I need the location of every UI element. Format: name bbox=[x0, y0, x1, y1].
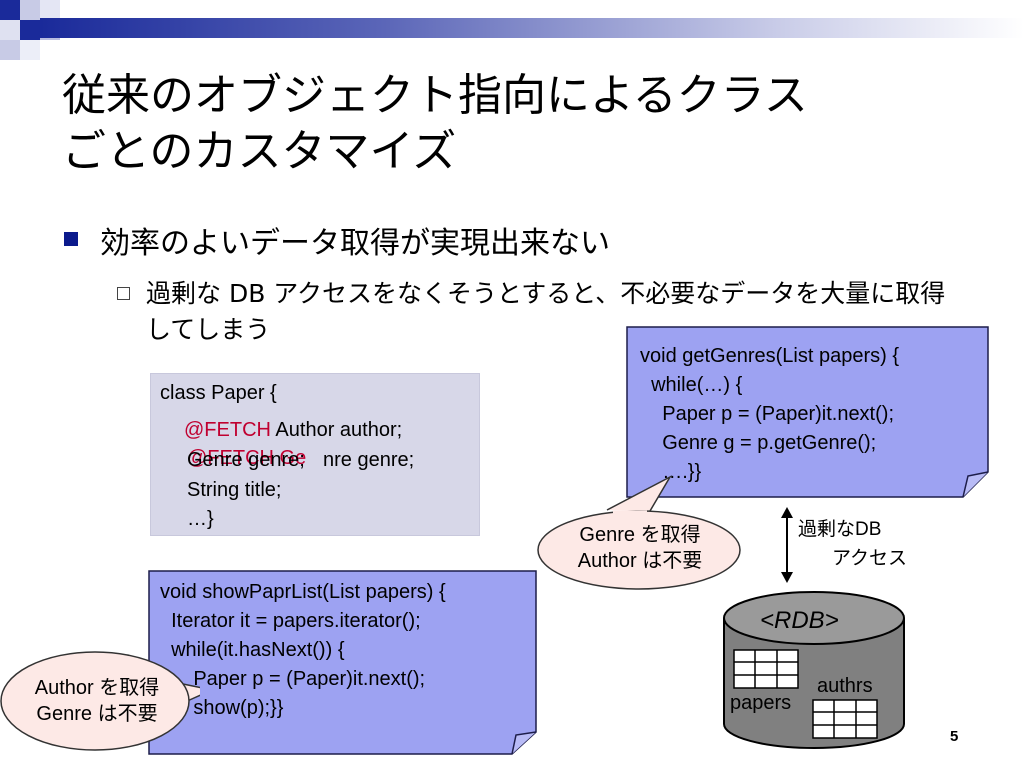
show-list-line: while(it.hasNext()) { bbox=[160, 639, 345, 661]
rdb-cylinder-icon bbox=[723, 591, 905, 749]
db-access-line-2: アクセス bbox=[832, 548, 908, 569]
decor-top-bar bbox=[40, 18, 1024, 38]
decor-square-4 bbox=[20, 20, 40, 40]
rdb-table-authrs-label: authrs bbox=[817, 675, 873, 697]
paper-class-close: …} bbox=[187, 508, 214, 530]
show-list-line: Paper p = (Paper)it.next(); bbox=[160, 668, 426, 690]
slide-title: 従来のオブジェクト指向によるクラス ごとのカスタマイズ bbox=[62, 68, 1012, 180]
paper-class-box: class Paper { @FETCH Author author; @FET… bbox=[150, 373, 480, 536]
callout-right-line-1: Genre を取得 bbox=[579, 524, 701, 546]
get-genres-line: Genre g = p.getGenre(); bbox=[640, 432, 877, 454]
callout-right-line-2: Author は不要 bbox=[577, 550, 703, 572]
callout-left-line-1: Author を取得 bbox=[34, 677, 160, 699]
slide-title-line-1: 従来のオブジェクト指向によるクラス bbox=[62, 70, 808, 121]
paper-class-line-2: @FETCH Author author; bbox=[184, 416, 402, 445]
overlapped-fetch-annotation: @FETCH Ge bbox=[187, 447, 307, 469]
slide-title-line-2: ごとのカスタマイズ bbox=[62, 126, 457, 177]
db-access-line-1: 過剰なDB bbox=[798, 519, 882, 540]
bullet-level-2: 過剰な DB アクセスをなくそうとすると、不必要なデータを大量に取得してしまう bbox=[146, 279, 946, 344]
show-list-line: void showPaprList(List papers) { bbox=[160, 581, 446, 603]
genre-field-overlap: nre genre; bbox=[323, 449, 415, 471]
bullet-square-icon bbox=[64, 232, 78, 246]
get-genres-line: void getGenres(List papers) { bbox=[640, 345, 900, 367]
show-list-line: show(p);}} bbox=[160, 697, 284, 719]
author-field: Author author; bbox=[270, 419, 403, 441]
title-field: String title; bbox=[187, 479, 282, 501]
decor-square-7 bbox=[0, 40, 20, 60]
rdb-label: <RDB> bbox=[760, 607, 839, 634]
callout-right-text: Genre を取得 Author は不要 bbox=[545, 522, 735, 574]
rdb-table-papers-label: papers bbox=[730, 692, 792, 714]
page-number: 5 bbox=[950, 728, 959, 745]
decor-square-1 bbox=[0, 0, 20, 20]
get-genres-line: while(…) { bbox=[640, 374, 743, 396]
decor-square-3 bbox=[40, 0, 60, 20]
show-list-line: Iterator it = papers.iterator(); bbox=[160, 610, 421, 632]
decor-square-2 bbox=[20, 0, 40, 20]
double-arrow-icon bbox=[781, 507, 793, 583]
get-genres-line: ….}} bbox=[640, 461, 702, 483]
fetch-annotation: @FETCH bbox=[184, 419, 271, 441]
show-list-code: void showPaprList(List papers) { Iterato… bbox=[160, 578, 535, 723]
callout-left-line-2: Genre は不要 bbox=[36, 703, 158, 725]
get-genres-code: void getGenres(List papers) { while(…) {… bbox=[640, 342, 980, 487]
bullet-hollow-square-icon bbox=[117, 287, 130, 300]
callout-left-text: Author を取得 Genre は不要 bbox=[8, 675, 186, 727]
get-genres-line: Paper p = (Paper)it.next(); bbox=[640, 403, 894, 425]
decor-square-6 bbox=[0, 20, 20, 40]
bullet-level-1: 効率のよいデータ取得が実現出来ない bbox=[100, 226, 610, 261]
decor-square-8 bbox=[20, 40, 40, 60]
callout-left-shape bbox=[0, 651, 200, 751]
get-genres-note-shape bbox=[626, 326, 989, 498]
paper-class-line-1: class Paper { bbox=[160, 382, 277, 404]
callout-right-shape bbox=[537, 475, 741, 590]
genre-field: Genre genre; bbox=[187, 449, 305, 471]
